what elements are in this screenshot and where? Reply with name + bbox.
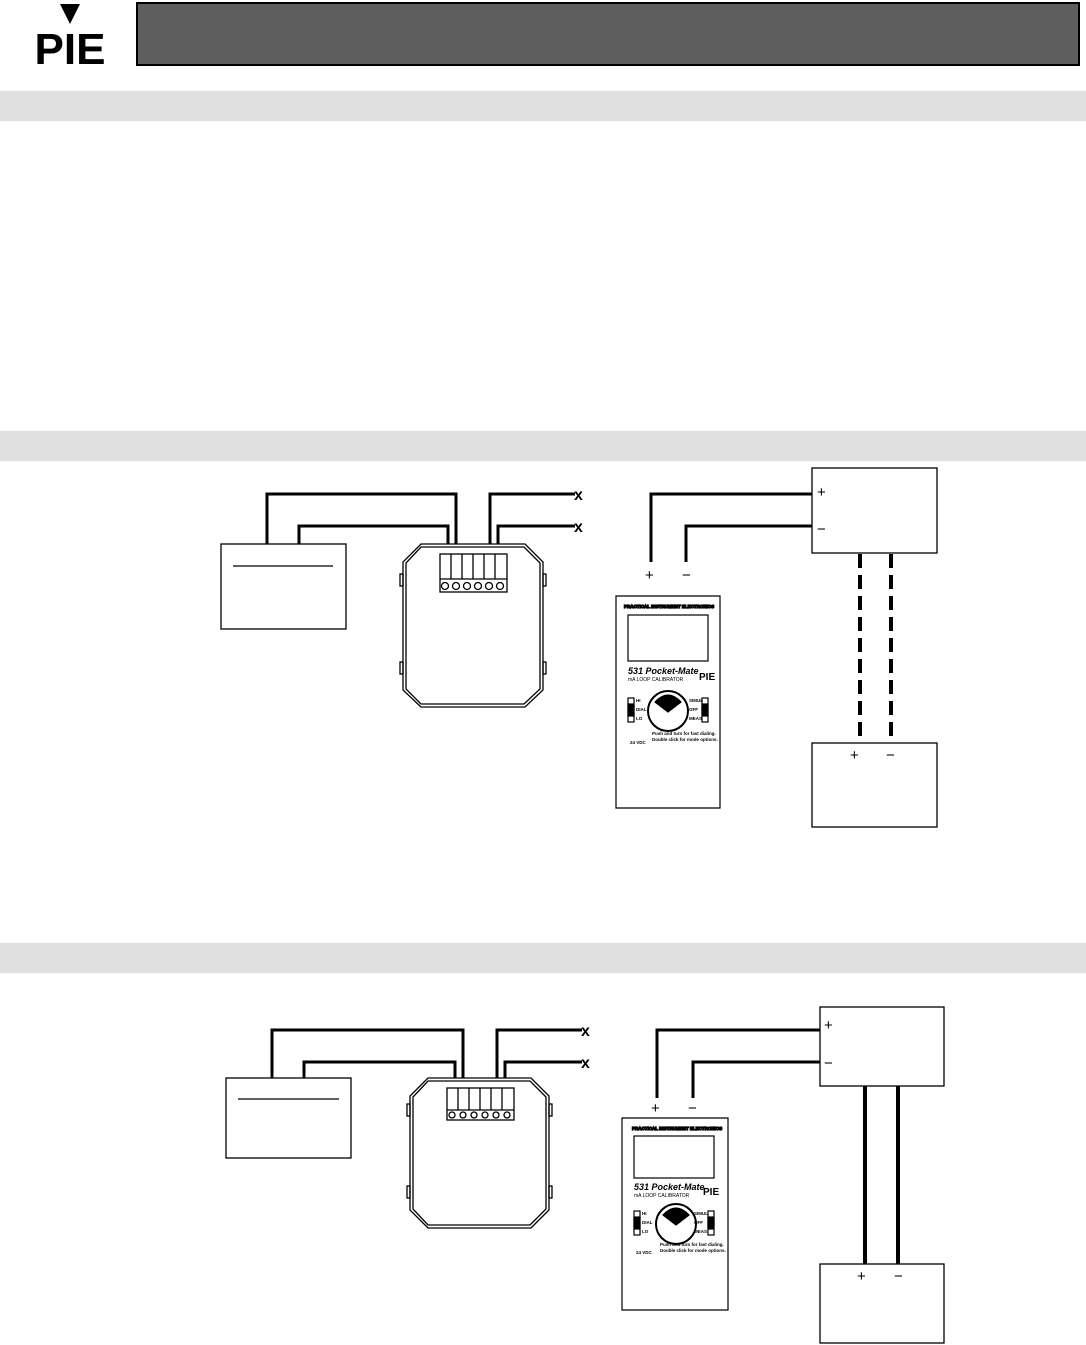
- open-end-x-1: x: [581, 1023, 590, 1040]
- svg-text:LO: LO: [642, 1229, 649, 1234]
- section-band-3: [0, 943, 1086, 973]
- load-minus-label: −: [894, 1268, 903, 1285]
- svg-text:MEAS: MEAS: [694, 1229, 707, 1234]
- svg-text:Push and turn for fast dialing: Push and turn for fast dialing.: [652, 731, 716, 736]
- open-end-x-2: x: [581, 1055, 590, 1072]
- calibrator-531: PRACTICAL INSTRUMENT ELECTRONICS 531 Poc…: [621, 1117, 729, 1311]
- load-box: [819, 1263, 945, 1344]
- svg-text:Double click for mode options.: Double click for mode options.: [652, 737, 718, 742]
- svg-text:HI: HI: [636, 698, 641, 703]
- transmitter-module: [399, 543, 547, 708]
- pie-logo: PIE: [14, 2, 126, 74]
- wire-loop-plus: [270, 1028, 465, 1098]
- wire-cal-minus: [684, 524, 812, 562]
- wiring-diagram-1: PRACTICAL INSTRUMENT ELECTRONICS 531 Poc…: [220, 467, 938, 828]
- section-band-2: [0, 431, 1086, 461]
- svg-text:LO: LO: [636, 716, 643, 721]
- svg-text:DIAL: DIAL: [642, 1220, 653, 1225]
- load-box: [811, 742, 938, 828]
- supply-plus-label: +: [817, 484, 826, 501]
- svg-text:Double click for mode options.: Double click for mode options.: [660, 1248, 726, 1253]
- calibrator-subtitle: mA LOOP CALIBRATOR: [628, 677, 684, 683]
- wire-cal-plus: [655, 1028, 820, 1098]
- calibrator-plus-label: +: [645, 567, 654, 584]
- svg-text:24 VDC: 24 VDC: [636, 1250, 653, 1255]
- wire-open-1: [495, 1028, 582, 1098]
- logo-text: PIE: [35, 25, 106, 68]
- link-wires-2: [863, 1086, 900, 1266]
- svg-text:SIMUL: SIMUL: [689, 698, 703, 703]
- svg-text:OFF: OFF: [694, 1220, 703, 1225]
- calibrator-plus-label: +: [651, 1100, 660, 1117]
- supply-plus-label: +: [824, 1017, 833, 1034]
- title-bar: [136, 2, 1080, 66]
- calibrator-maker: PRACTICAL INSTRUMENT ELECTRONICS: [624, 604, 714, 609]
- supply-minus-label: −: [824, 1055, 833, 1072]
- svg-text:Push and turn for fast dialing: Push and turn for fast dialing.: [660, 1242, 724, 1247]
- calibrator-subtitle: mA LOOP CALIBRATOR: [634, 1193, 690, 1199]
- open-end-x-1: x: [574, 487, 583, 504]
- link-wires-1: [858, 554, 893, 744]
- calibrator-model: 531 Pocket-Mate: [628, 666, 699, 676]
- calibrator-model: 531 Pocket-Mate: [634, 1182, 705, 1192]
- power-supply-box: [819, 1006, 945, 1087]
- load-minus-label: −: [886, 747, 895, 764]
- svg-text:OFF: OFF: [689, 707, 698, 712]
- logo-chevron-icon: [60, 4, 80, 24]
- transmitter-module: [406, 1077, 553, 1229]
- calibrator-minus-label: −: [682, 567, 691, 584]
- wiring-2: [270, 1028, 820, 1098]
- section-band-1: [0, 91, 1086, 121]
- field-device-box: [220, 543, 347, 630]
- calibrator-maker: PRACTICAL INSTRUMENT ELECTRONICS: [632, 1126, 722, 1131]
- wire-cal-minus: [691, 1060, 820, 1098]
- power-supply-box: [811, 467, 938, 554]
- field-device-box: [225, 1077, 352, 1159]
- svg-text:MEAS: MEAS: [689, 716, 702, 721]
- svg-text:24 VDC: 24 VDC: [630, 740, 647, 745]
- wiring-diagram-2: PRACTICAL INSTRUMENT ELECTRONICS 531 Poc…: [225, 1006, 945, 1344]
- open-end-x-2: x: [574, 519, 583, 536]
- load-plus-label: +: [850, 747, 859, 764]
- svg-text:SIMUL: SIMUL: [694, 1211, 708, 1216]
- calibrator-531: PRACTICAL INSTRUMENT ELECTRONICS 531 Poc…: [615, 595, 721, 809]
- calibrator-minus-label: −: [688, 1100, 697, 1117]
- calibrator-brand: PIE: [699, 672, 715, 683]
- wiring-1: [265, 492, 812, 562]
- wire-cal-plus: [649, 492, 812, 562]
- load-plus-label: +: [857, 1268, 866, 1285]
- wire-loop-plus: [265, 492, 458, 562]
- svg-text:DIAL: DIAL: [636, 707, 647, 712]
- wire-open-1: [488, 492, 575, 562]
- calibrator-brand: PIE: [703, 1187, 719, 1198]
- supply-minus-label: −: [817, 521, 826, 538]
- svg-text:HI: HI: [642, 1211, 647, 1216]
